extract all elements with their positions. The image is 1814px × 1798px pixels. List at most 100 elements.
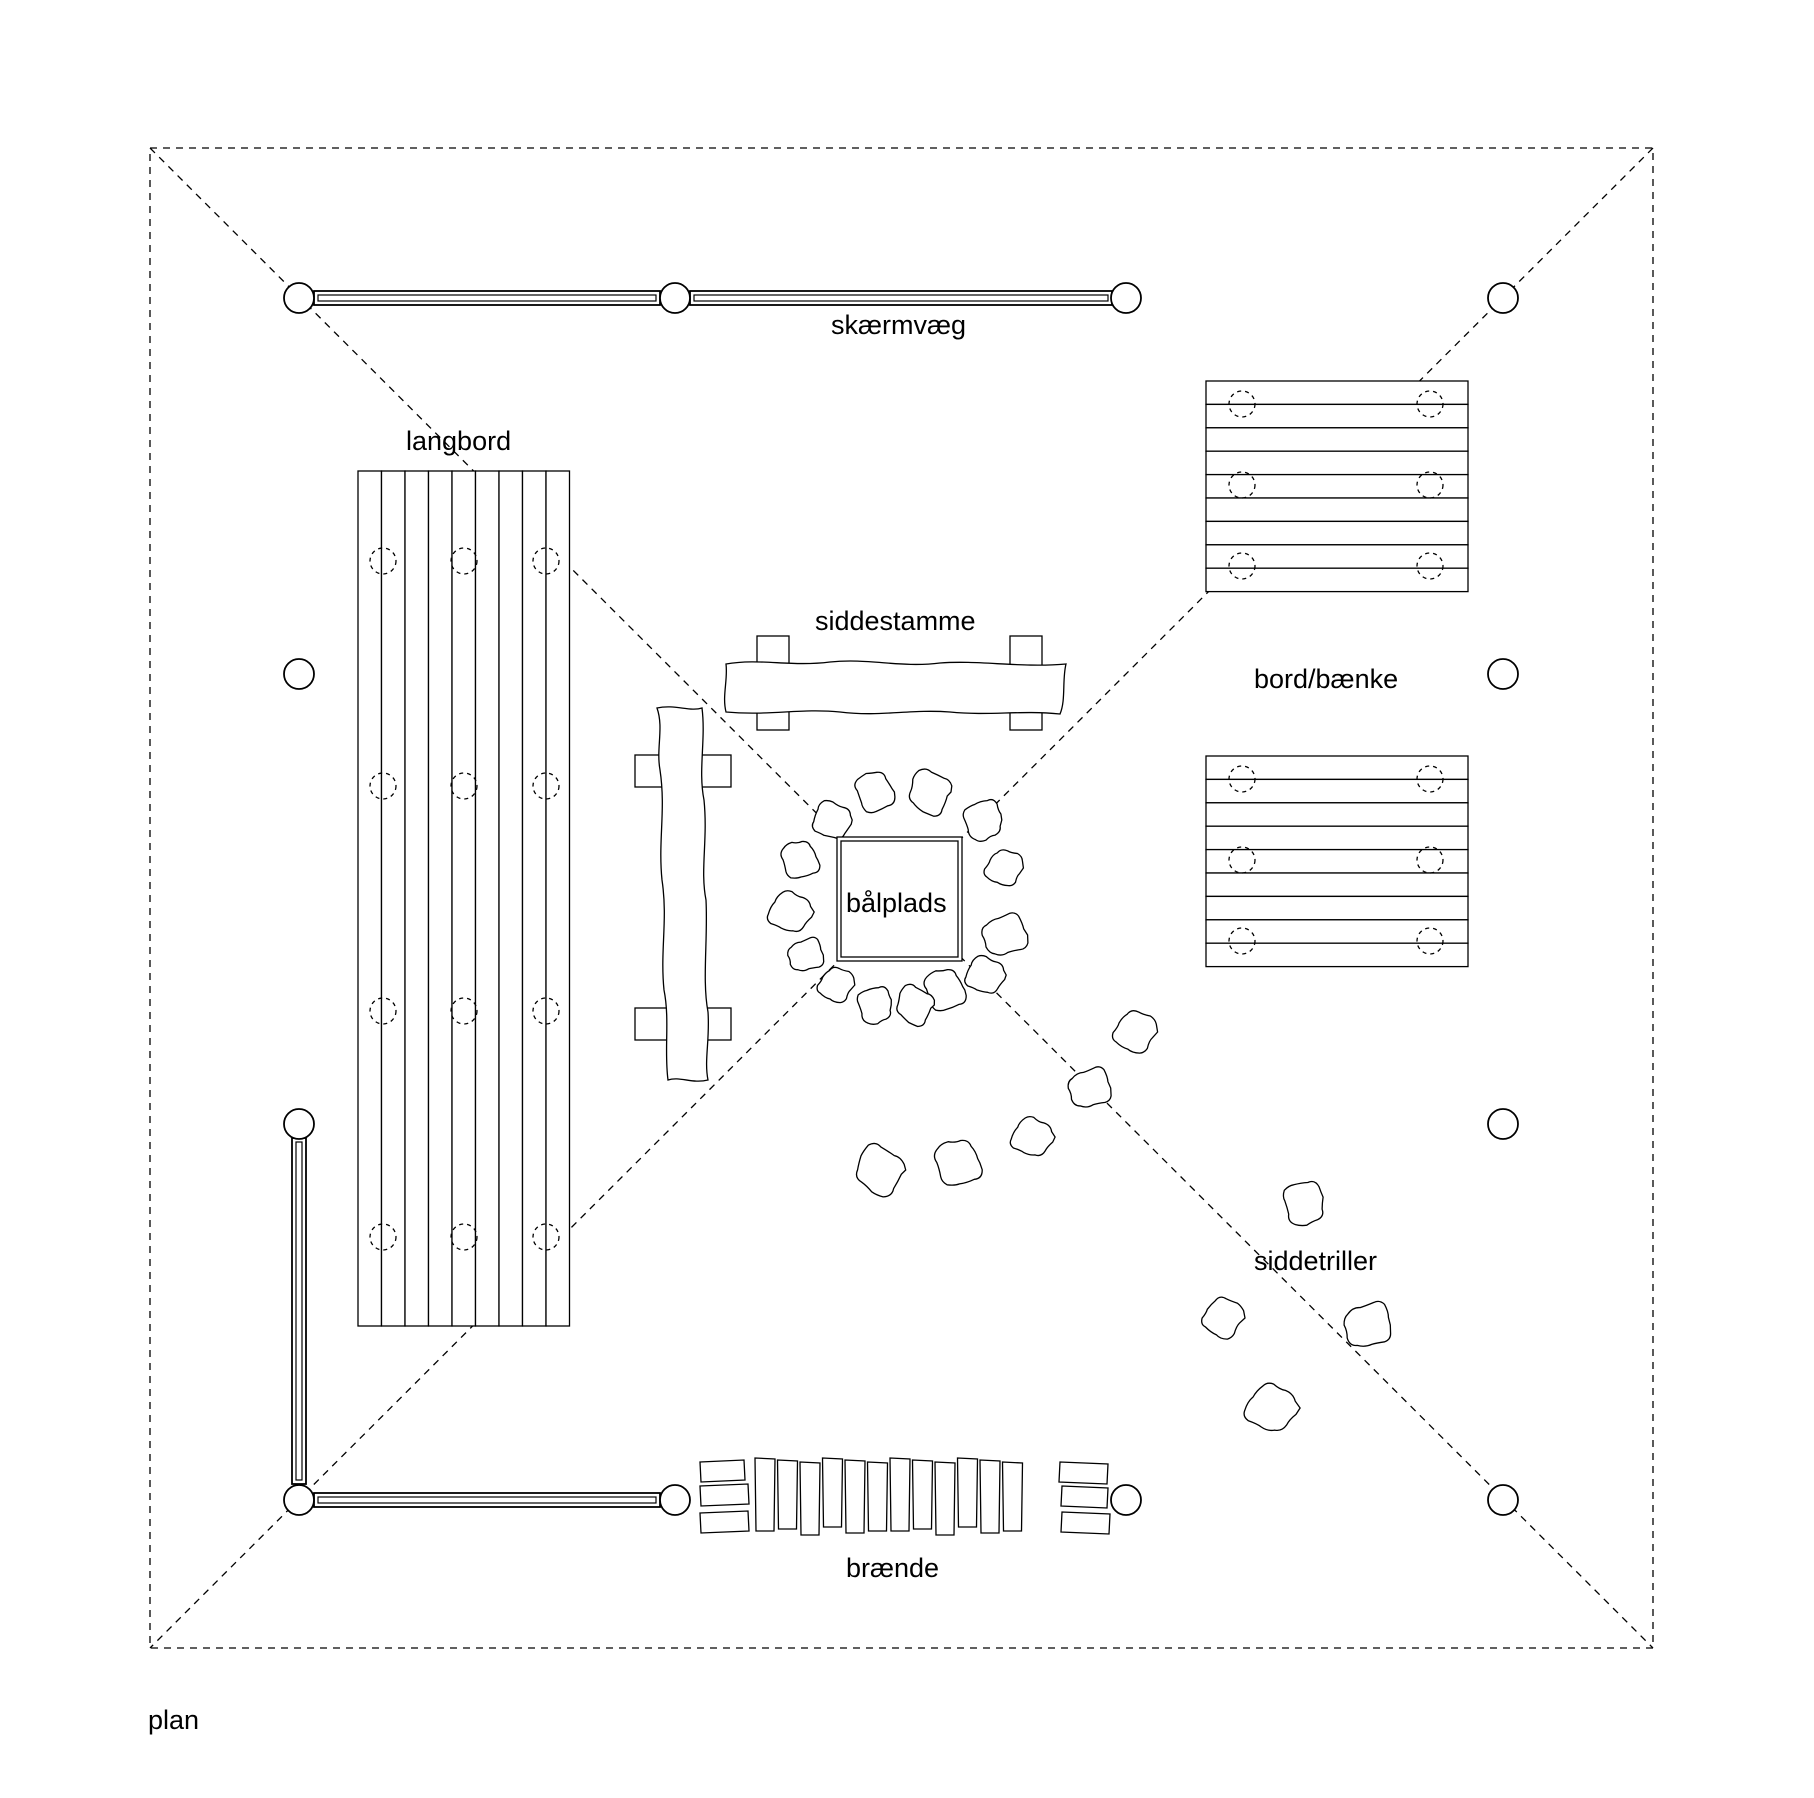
fire-ring-stone (983, 849, 1025, 887)
fire-ring-stone (896, 983, 936, 1028)
post-circle (1110, 282, 1142, 314)
long-table-leg-marker (450, 1223, 478, 1251)
seat-logs (634, 635, 1067, 1082)
screen-walls (291, 290, 1113, 1508)
seat-log-vertical (634, 706, 732, 1082)
label-screen-wall: skærmvæg (831, 310, 966, 340)
seat-stump (1067, 1066, 1112, 1108)
log-trunk (723, 660, 1067, 715)
firewood-log-vertical (776, 1459, 799, 1530)
long-table-plank (451, 470, 477, 1327)
seat-stump (933, 1139, 983, 1186)
bench-leg-marker (1228, 552, 1256, 580)
bench-plank (1205, 942, 1469, 968)
table-benches (1205, 380, 1469, 968)
firewood-log-horizontal (699, 1459, 746, 1483)
bench-plank (1205, 755, 1469, 781)
bench-plank (1205, 497, 1469, 523)
screen-wall-inner-line (693, 294, 1109, 302)
post-circle (659, 1484, 691, 1516)
long-table-planks (357, 470, 571, 1327)
fire-ring-stone (964, 954, 1007, 994)
fire-ring-stone (981, 912, 1029, 956)
long-table-leg-marker (450, 772, 478, 800)
seat-stump (1009, 1115, 1056, 1157)
firewood-log-vertical (754, 1457, 776, 1532)
bench-plank (1205, 380, 1469, 406)
fire-ring-stone (787, 936, 825, 972)
firewood-log-horizontal (1060, 1485, 1109, 1509)
boundary-rect (149, 147, 1654, 1649)
firewood-log-vertical (979, 1459, 1001, 1534)
fire-ring-stones (766, 768, 1029, 1028)
bench-leg-marker (1228, 927, 1256, 955)
firewood-log-vertical (844, 1459, 866, 1534)
post-circle (1110, 1484, 1142, 1516)
long-table-leg-marker (450, 997, 478, 1025)
label-table-benches: bord/bænke (1254, 664, 1398, 694)
bench-leg-marker (1416, 471, 1444, 499)
fire-ring-stone (854, 771, 896, 814)
label-seat-log: siddestamme (815, 606, 976, 636)
seat-stump (1282, 1180, 1324, 1227)
bench-leg-marker (1416, 552, 1444, 580)
fire-ring-stone (816, 966, 856, 1004)
long-table-leg-marker (532, 997, 560, 1025)
long-table-leg-marker (369, 547, 397, 575)
bench-plank (1205, 520, 1469, 546)
seat-stump (855, 1142, 907, 1198)
screen-wall-panel (313, 290, 661, 306)
seat-stumps (855, 1010, 1392, 1432)
diagonal-a (149, 147, 1654, 1649)
label-long-table: langbord (406, 426, 511, 456)
screen-wall-inner-line (317, 294, 657, 302)
screen-wall-inner-line (295, 1141, 303, 1481)
fire-place (766, 768, 1029, 1028)
long-table-plank (498, 470, 524, 1327)
post-circle (1487, 658, 1519, 690)
firewood-log-horizontal (699, 1483, 750, 1507)
label-fire-place: bålplads (846, 888, 947, 918)
bench-plank (1205, 427, 1469, 452)
long-table (357, 470, 571, 1327)
fire-pit-inner (840, 840, 959, 958)
long-table-plank (404, 470, 430, 1327)
fire-ring-stone (856, 986, 892, 1025)
long-table-plank (427, 470, 453, 1327)
bench-plank (1205, 473, 1469, 499)
seat-stump (1111, 1010, 1159, 1054)
firewood-log-vertical (799, 1461, 821, 1536)
post-circle (283, 658, 315, 690)
fire-ring-stone (962, 798, 1003, 842)
firewood-log-vertical (889, 1457, 911, 1532)
post-circle (283, 1484, 315, 1516)
label-plan: plan (148, 1705, 199, 1735)
post-circle (659, 282, 691, 314)
firewood-stack (699, 1457, 1111, 1536)
firewood-log-vertical (1001, 1461, 1024, 1532)
seat-stump (1343, 1300, 1392, 1347)
table-bench-upper (1205, 380, 1469, 593)
bench-leg-marker (1416, 390, 1444, 418)
bench-plank (1205, 567, 1469, 593)
long-table-leg-marker (450, 547, 478, 575)
long-table-plank (545, 470, 571, 1327)
post-circle (283, 1108, 315, 1140)
screen-wall-panel (689, 290, 1113, 306)
long-table-leg-marker (369, 1223, 397, 1251)
label-firewood: brænde (846, 1553, 939, 1583)
bench-plank (1205, 895, 1469, 921)
long-table-leg-marker (369, 997, 397, 1025)
bench-leg-marker (1416, 927, 1444, 955)
long-table-plank (521, 470, 547, 1327)
bench-leg-marker (1228, 846, 1256, 874)
bench-leg-marker (1228, 390, 1256, 418)
bench-leg-marker (1416, 765, 1444, 793)
bench-plank (1205, 848, 1469, 874)
fire-ring-stone (811, 799, 853, 840)
bench-leg-marker (1228, 471, 1256, 499)
fire-ring-stone (908, 768, 953, 817)
bench-plank (1205, 919, 1469, 944)
bench-plank (1205, 802, 1469, 827)
